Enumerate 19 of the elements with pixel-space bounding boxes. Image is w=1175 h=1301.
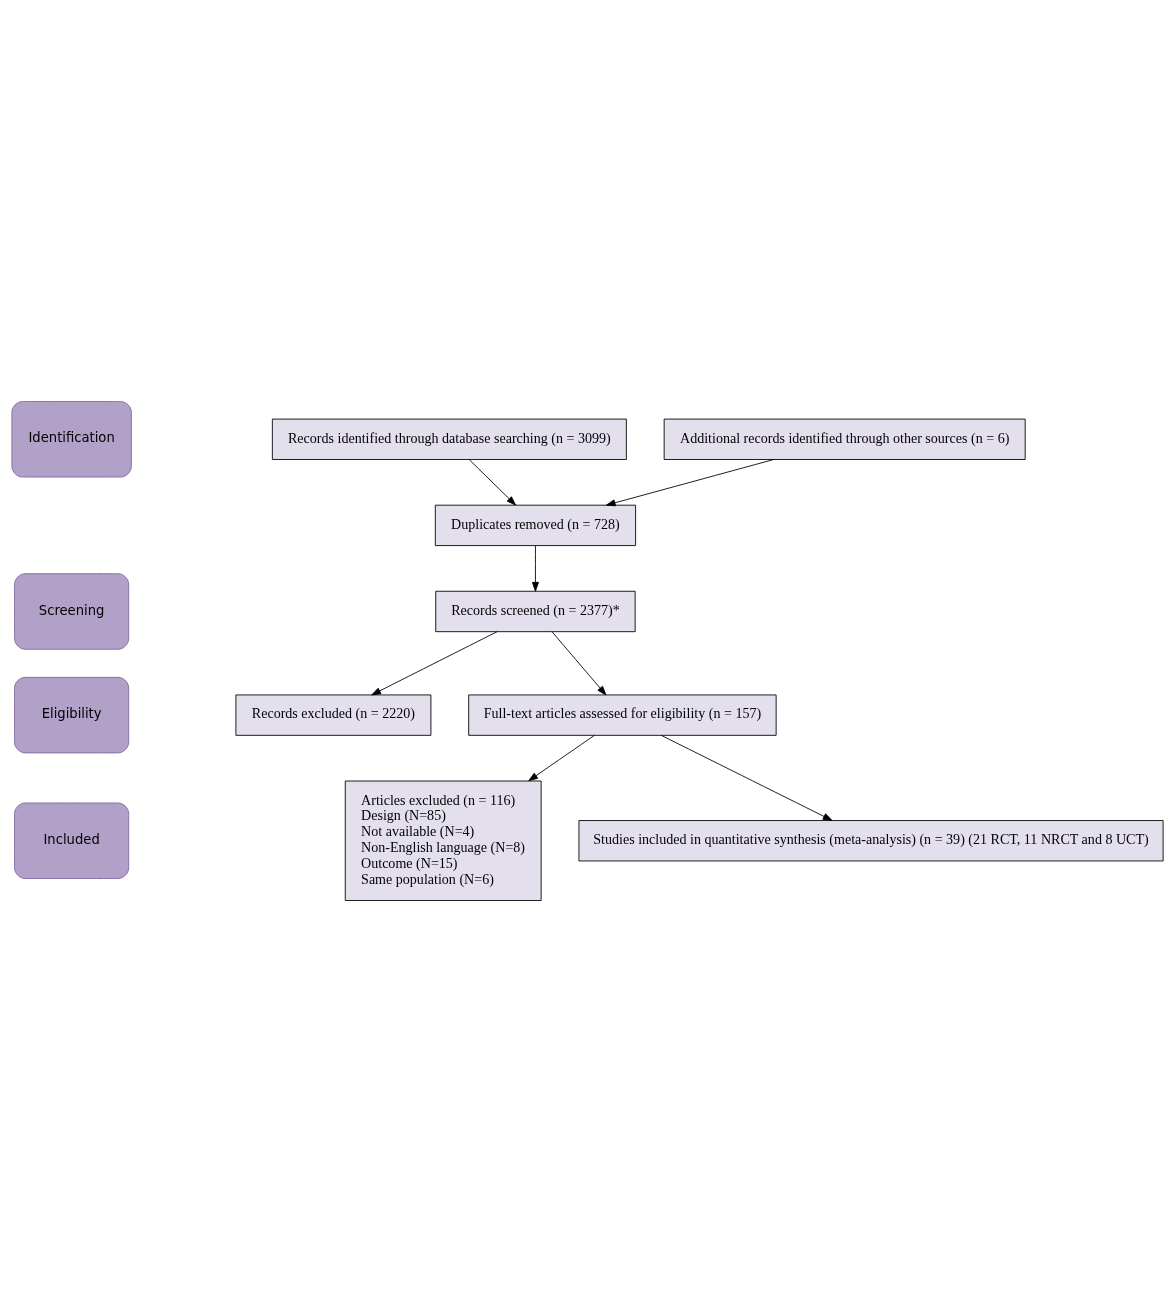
node-box: Records identified through database searching (n = 3099)	[271, 418, 627, 460]
node-box: Full-text articles assessed for eligibility (n = 157)	[468, 693, 777, 736]
node-box: Records screened (n = 2377)*	[435, 590, 636, 632]
node-box: Eligibility	[14, 676, 130, 753]
node-box: Duplicates removed (n = 728)	[434, 504, 637, 546]
arrow	[468, 458, 517, 505]
node-box: Studies included in quantitative synthesis (meta-analysis) (n = 39) (21 RCT, 11 NRCT and 8 UCT)	[578, 819, 1164, 861]
node-box: Records excluded (n = 2220)	[235, 693, 432, 736]
node-box: Included	[14, 802, 130, 879]
node-box: Screening	[14, 572, 130, 650]
arrow	[528, 734, 595, 781]
arrow	[551, 630, 607, 695]
arrow	[531, 544, 539, 592]
node-box: Additional records identified through other sources (n = 6)	[663, 418, 1026, 460]
node-box: Identification	[11, 400, 132, 477]
node-box: Articles excluded (n = 116) Design (N=85) Not available (N=4) Non-English language (N=8) Outcome (N=15) Same population (N=6)	[344, 780, 542, 901]
arrow	[660, 734, 833, 821]
arrow	[371, 630, 498, 695]
arrow	[605, 458, 775, 506]
